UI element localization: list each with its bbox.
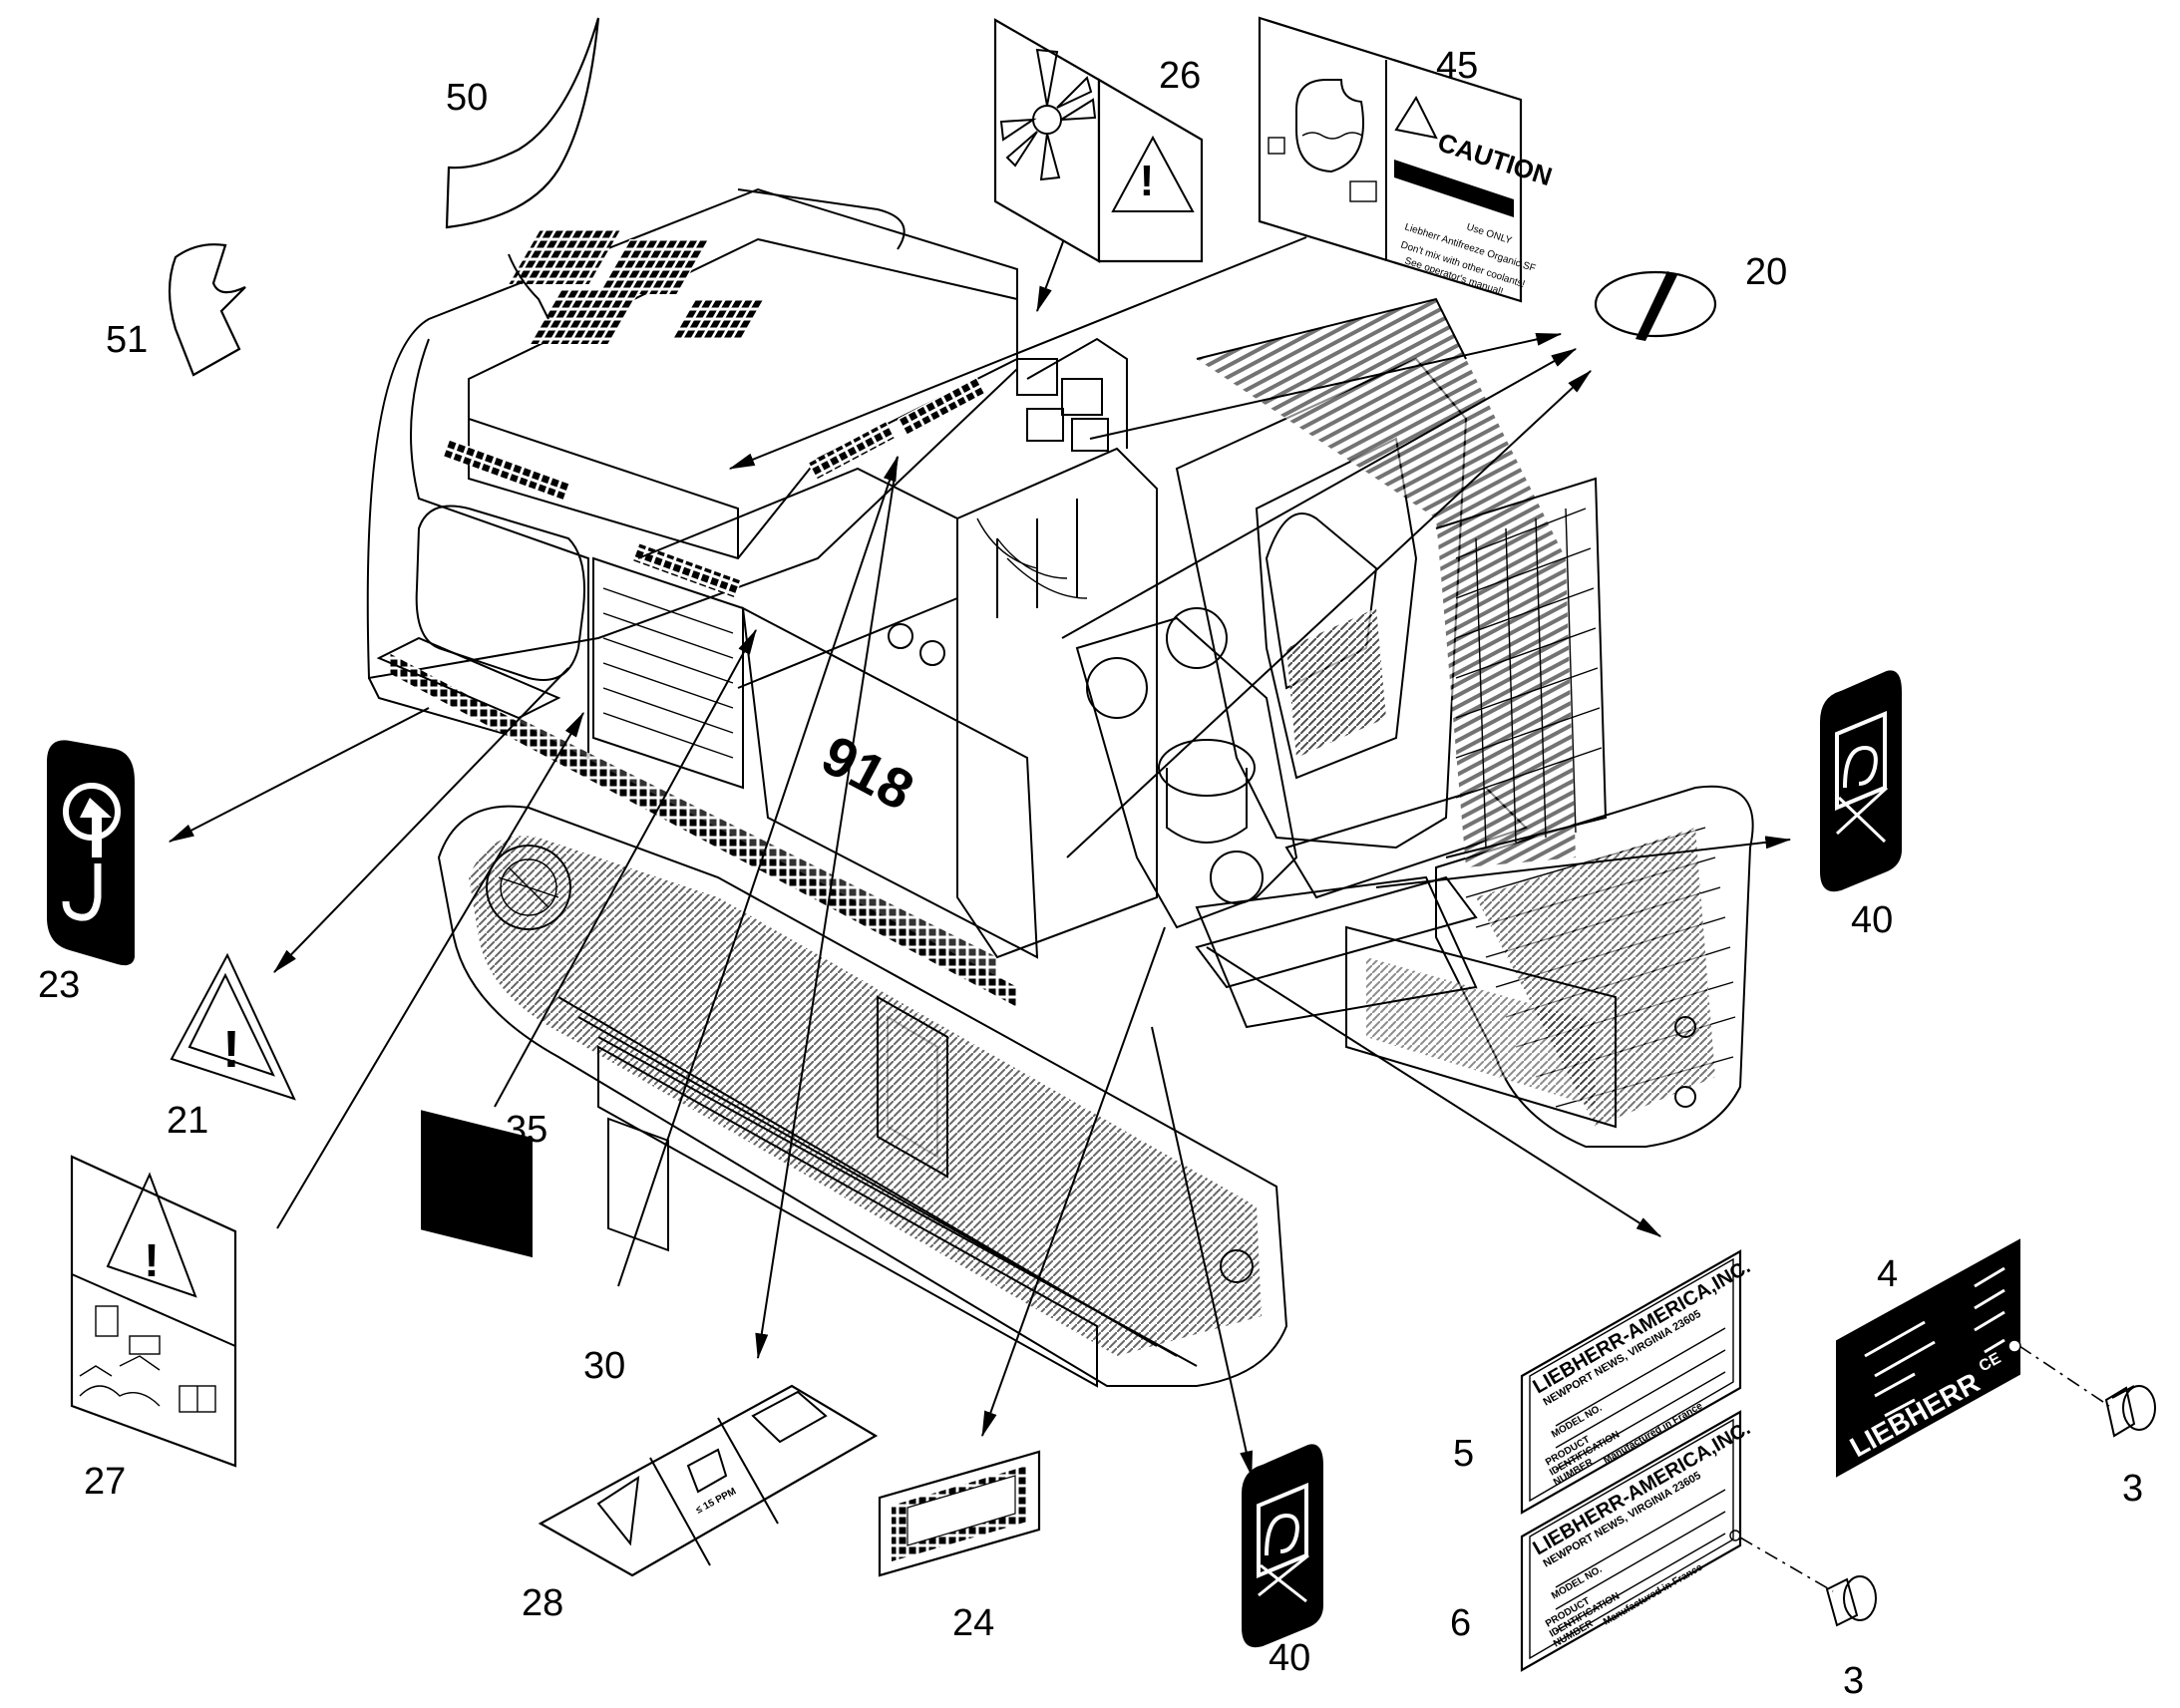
- manual-book-icon: [1349, 180, 1377, 202]
- decal-27: !: [70, 1155, 237, 1468]
- fuel-pump-icon: [686, 1448, 728, 1494]
- callout-51: 51: [106, 319, 148, 361]
- callout-20: 20: [1745, 251, 1787, 293]
- leader-lines: [168, 203, 2110, 1592]
- leader-20-b: [1061, 348, 1578, 639]
- leader-21: [273, 667, 569, 973]
- decal-35: [421, 1110, 533, 1258]
- coolant-symbol-icon: [1268, 137, 1285, 155]
- sprocket: [486, 845, 571, 930]
- warning-triangle-icon: [106, 1172, 197, 1298]
- callout-35: 35: [506, 1109, 547, 1151]
- decal-21: !: [170, 952, 296, 1101]
- upper-structure: 918: [366, 187, 1158, 1007]
- lever-icon: [95, 1305, 119, 1337]
- decal-24: [878, 1450, 1041, 1577]
- plate-4: LIEBHERR CE: [1836, 1238, 2021, 1478]
- decal-28: ≤ 15 PPM: [538, 1384, 879, 1577]
- callout-3-right: 3: [2122, 1468, 2143, 1510]
- leader-24: [981, 926, 1166, 1438]
- callout-28: 28: [522, 1582, 563, 1624]
- warning-triangle-icon: [596, 1475, 640, 1546]
- callout-3-lower: 3: [1843, 1660, 1864, 1702]
- decal-20: [1594, 270, 1717, 341]
- callout-4: 4: [1877, 1253, 1898, 1295]
- leader-23: [168, 707, 430, 843]
- callout-numbers: 50 51 26 45 20 23 21 35 30 27 28 24 40 4…: [38, 45, 2143, 1702]
- screw-line-6: [1739, 1537, 1834, 1592]
- leader-20-a: [1089, 333, 1563, 440]
- lifting-hook-icon: [80, 798, 112, 857]
- callout-24: 24: [952, 1602, 994, 1644]
- screw-3-lower: [1825, 1575, 1877, 1627]
- callout-50: 50: [446, 77, 488, 119]
- decal-23: [47, 740, 135, 966]
- callout-5: 5: [1453, 1433, 1474, 1475]
- callout-45: 45: [1436, 45, 1478, 87]
- left-track: [437, 805, 1288, 1388]
- boom-foot: [1075, 607, 1528, 989]
- leader-30: [617, 455, 899, 1287]
- svg-text:!: !: [144, 1234, 159, 1286]
- callout-30: 30: [583, 1345, 625, 1387]
- leader-40-lower: [1151, 1026, 1253, 1478]
- decal-45: CAUTION Use ONLY Liebherr Antifreeze Org…: [1258, 16, 1556, 303]
- leader-28: [755, 456, 899, 1360]
- ear-protection-icon: [1265, 1513, 1299, 1556]
- cab: [1175, 297, 1608, 867]
- ear-protection-icon: [1843, 745, 1878, 789]
- decal-40-lower: [1242, 1444, 1323, 1648]
- leader-5: [1206, 946, 1662, 1237]
- warning-triangle-icon: [1111, 135, 1195, 212]
- excavator-illustration: 918: [366, 187, 1754, 1388]
- callout-40-lower: 40: [1269, 1637, 1310, 1679]
- leader-45: [728, 236, 1307, 470]
- decal-51: [168, 243, 246, 377]
- leader-20-c: [1066, 370, 1592, 858]
- callout-21: 21: [167, 1100, 208, 1142]
- svg-text:!: !: [1140, 157, 1155, 205]
- leader-40-right: [1375, 836, 1792, 888]
- coolant-reservoir-icon: [1295, 79, 1364, 173]
- model-badge: 918: [812, 723, 923, 822]
- right-track: [1345, 785, 1754, 1148]
- leader-27: [276, 711, 584, 1229]
- callout-26: 26: [1159, 55, 1201, 97]
- screw-3-right: [2104, 1385, 2156, 1438]
- callout-23: 23: [38, 964, 80, 1006]
- leader-35: [494, 628, 757, 1108]
- exclamation-icon: !: [222, 1021, 239, 1079]
- filter-icon: [751, 1390, 828, 1444]
- decal-26: !: [993, 18, 1204, 263]
- decal-50: [445, 17, 600, 229]
- callout-27: 27: [84, 1461, 126, 1503]
- decal-40-right: [1820, 670, 1902, 892]
- callout-6: 6: [1450, 1602, 1471, 1644]
- callout-40-right: 40: [1851, 899, 1893, 941]
- screw-line-4: [2018, 1345, 2110, 1407]
